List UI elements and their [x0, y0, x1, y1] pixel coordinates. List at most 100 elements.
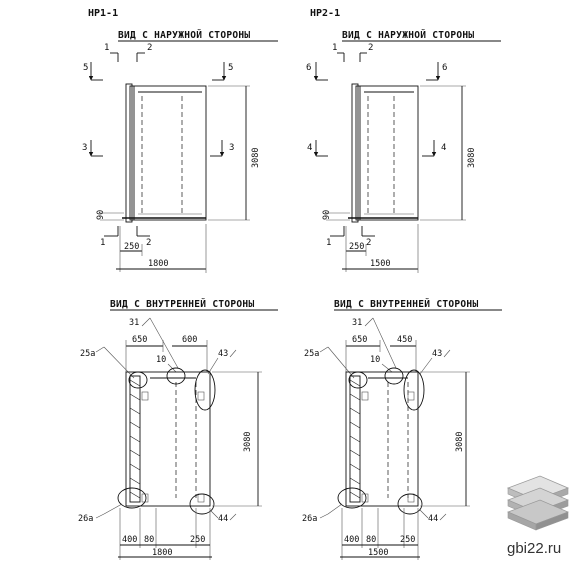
- svg-text:1: 1: [100, 238, 105, 248]
- section-marker-1-top: 1: [104, 43, 119, 62]
- svg-text:1500: 1500: [370, 259, 390, 269]
- svg-text:31: 31: [129, 318, 139, 328]
- panel-2-outer-body: [348, 83, 419, 223]
- callout-26a: 26а: [78, 503, 123, 524]
- svg-text:250: 250: [124, 242, 139, 252]
- panel-1-inner-view: ВИД С ВНУТРЕННЕЙ СТОРОНЫ 31 650 600 10 2…: [78, 298, 278, 560]
- svg-text:1500: 1500: [368, 548, 388, 558]
- svg-text:3: 3: [82, 143, 87, 153]
- callout-26a: 26а: [302, 503, 343, 524]
- section-marker-6-left: 6: [306, 62, 328, 81]
- callout-43: 43: [207, 349, 237, 375]
- panel-2-inner-view: ВИД С ВНУТРЕННЕЙ СТОРОНЫ 31 650 450 10 2…: [302, 298, 502, 560]
- panel-2-outer-width-dims: 250 1500: [342, 224, 419, 273]
- svg-text:25а: 25а: [304, 349, 319, 359]
- section-marker-2-top: 2: [136, 43, 152, 62]
- section-marker-6-right: 6: [426, 62, 447, 81]
- svg-text:650: 650: [132, 335, 147, 345]
- panel-1-outer-width-dims: 250 1800: [116, 224, 207, 273]
- svg-text:5: 5: [228, 63, 233, 73]
- svg-text:3: 3: [229, 143, 234, 153]
- svg-text:450: 450: [397, 335, 412, 345]
- panel-1-outer-view: НР1-1 ВИД С НАРУЖНОЙ СТОРОНЫ 1 2 5 5: [82, 8, 278, 273]
- svg-text:1800: 1800: [148, 259, 168, 269]
- svg-text:43: 43: [432, 349, 442, 359]
- svg-text:650: 650: [352, 335, 367, 345]
- dim-450: 450: [390, 335, 417, 372]
- panel-1-code: НР1-1: [88, 8, 118, 19]
- svg-text:3080: 3080: [455, 432, 465, 452]
- panel-2-outer-heading: ВИД С НАРУЖНОЙ СТОРОНЫ: [342, 29, 474, 41]
- svg-text:6: 6: [442, 63, 447, 73]
- svg-text:44: 44: [218, 514, 228, 524]
- panel-2-code: НР2-1: [310, 8, 340, 19]
- callout-25a: 25а: [80, 346, 135, 379]
- panel-2-inner-heading: ВИД С ВНУТРЕННЕЙ СТОРОНЫ: [334, 298, 478, 310]
- section-marker-1-bottom: 1: [326, 226, 345, 248]
- svg-text:1: 1: [104, 43, 109, 53]
- panel-2-inner-height-dim: 3080: [420, 371, 470, 507]
- svg-text:90: 90: [322, 210, 332, 220]
- panel-2-outer-height-dim: 3080: [420, 85, 477, 221]
- panel-1-inner-height-dim: 3080: [212, 371, 262, 507]
- svg-text:400: 400: [122, 535, 137, 545]
- svg-text:400: 400: [344, 535, 359, 545]
- svg-text:250: 250: [190, 535, 205, 545]
- svg-text:5: 5: [83, 63, 88, 73]
- svg-text:6: 6: [306, 63, 311, 73]
- callout-44: 44: [209, 509, 237, 524]
- callout-43: 43: [419, 349, 451, 375]
- section-marker-2-bottom: 2: [361, 226, 375, 248]
- svg-text:25а: 25а: [80, 349, 95, 359]
- panel-2-inner-body: [337, 367, 425, 515]
- dim-600: 600: [172, 335, 208, 372]
- svg-text:10: 10: [156, 355, 166, 365]
- section-marker-3-right: 3: [210, 140, 234, 157]
- panel-1-outer-height-dim: 3080: [208, 85, 261, 221]
- dim-650: 650: [125, 335, 164, 372]
- section-marker-2-bottom: 2: [136, 226, 151, 248]
- svg-text:90: 90: [96, 210, 106, 220]
- svg-text:26а: 26а: [302, 514, 317, 524]
- panel-1-outer-offset-dim: 90: [96, 210, 124, 221]
- panel-2-outer-offset-dim: 90: [322, 210, 350, 221]
- svg-text:600: 600: [182, 335, 197, 345]
- svg-text:4: 4: [441, 143, 446, 153]
- svg-text:26а: 26а: [78, 514, 93, 524]
- section-marker-1-bottom: 1: [100, 226, 119, 248]
- svg-text:2: 2: [146, 238, 151, 248]
- svg-text:2: 2: [368, 43, 373, 53]
- svg-text:1800: 1800: [152, 548, 172, 558]
- section-marker-4-right: 4: [422, 140, 446, 157]
- callout-10: 10: [156, 355, 177, 373]
- svg-text:4: 4: [307, 143, 312, 153]
- svg-text:1: 1: [332, 43, 337, 53]
- svg-text:2: 2: [147, 43, 152, 53]
- svg-text:10: 10: [370, 355, 380, 365]
- callout-25a: 25а: [304, 346, 355, 379]
- panel-1-inner-body: [117, 367, 216, 515]
- svg-text:31: 31: [352, 318, 362, 328]
- svg-text:44: 44: [428, 514, 438, 524]
- callout-31: 31: [352, 317, 397, 369]
- svg-text:80: 80: [144, 535, 154, 545]
- svg-text:1: 1: [326, 238, 331, 248]
- panel-2-inner-bottom-dims: 400 80 250 1500: [340, 508, 420, 560]
- svg-text:3080: 3080: [251, 148, 261, 168]
- svg-text:3080: 3080: [467, 148, 477, 168]
- panel-2-outer-view: НР2-1 ВИД С НАРУЖНОЙ СТОРОНЫ 1 2 6 6 4: [306, 8, 501, 273]
- panel-1-inner-bottom-dims: 400 80 250 1800: [118, 508, 212, 560]
- panel-1-outer-body: [122, 83, 207, 223]
- section-marker-1-top: 1: [332, 43, 345, 62]
- panel-1-outer-heading: ВИД С НАРУЖНОЙ СТОРОНЫ: [118, 29, 250, 41]
- dim-650: 650: [345, 335, 381, 372]
- svg-text:43: 43: [218, 349, 228, 359]
- section-marker-3-left: 3: [82, 140, 103, 157]
- panel-1-inner-heading: ВИД С ВНУТРЕННЕЙ СТОРОНЫ: [110, 298, 254, 310]
- section-marker-2-top: 2: [359, 43, 373, 62]
- section-marker-5-left: 5: [83, 62, 103, 81]
- section-marker-5-right: 5: [212, 62, 233, 81]
- callout-10: 10: [370, 355, 393, 373]
- svg-text:3080: 3080: [243, 432, 253, 452]
